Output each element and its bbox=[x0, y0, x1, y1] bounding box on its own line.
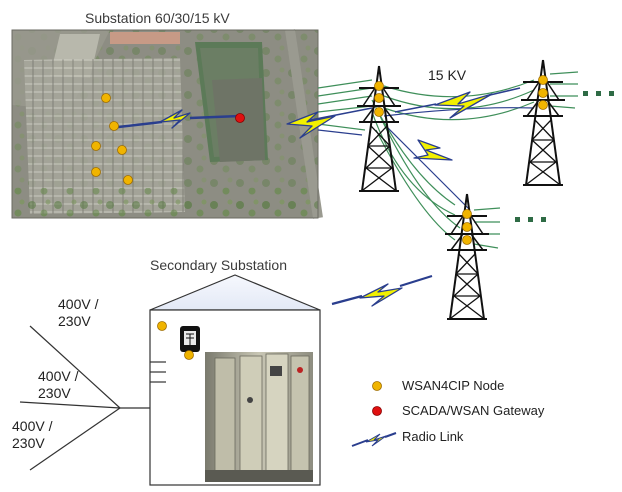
secondary-substation-title: Secondary Substation bbox=[150, 257, 287, 273]
substation-title: Substation 60/30/15 kV bbox=[85, 10, 230, 26]
voltage-label-2: 400V / 230V bbox=[38, 368, 78, 402]
secondary-substation-building bbox=[149, 274, 321, 486]
lightning-icon bbox=[351, 432, 397, 447]
legend-gateway-label: SCADA/WSAN Gateway bbox=[402, 403, 545, 418]
lightning-icon bbox=[286, 111, 336, 139]
voltage-label-2-line1: 400V / bbox=[38, 368, 79, 384]
lightning-icon bbox=[434, 91, 493, 119]
voltage-label-3-line2: 230V bbox=[12, 435, 45, 451]
voltage-label-2-line2: 230V bbox=[38, 385, 71, 401]
node-dot bbox=[109, 121, 119, 131]
voltage-label-1-line1: 400V / bbox=[58, 296, 99, 312]
node-dot bbox=[117, 145, 127, 155]
node-dot bbox=[101, 93, 111, 103]
voltage-label-1-line2: 230V bbox=[58, 313, 91, 329]
red-dot-icon bbox=[372, 406, 382, 416]
substation-aerial-photo bbox=[11, 29, 323, 219]
device-icon bbox=[180, 326, 200, 352]
voltage-label-3-line1: 400V / bbox=[12, 418, 53, 434]
lightning-icon bbox=[413, 139, 453, 161]
continuation-dots-icon bbox=[515, 91, 614, 222]
line-voltage-label: 15 KV bbox=[428, 67, 467, 83]
node-dot bbox=[157, 321, 167, 331]
radio-link-icons bbox=[109, 87, 521, 307]
node-dot bbox=[91, 167, 101, 177]
gateway-dot bbox=[235, 113, 245, 123]
node-dot bbox=[123, 175, 133, 185]
voltage-label-1: 400V / 230V bbox=[58, 296, 98, 330]
yellow-dot-icon bbox=[372, 381, 382, 391]
low-voltage-feeders bbox=[19, 325, 150, 471]
lightning-icon bbox=[359, 283, 403, 307]
legend-markers bbox=[351, 381, 397, 447]
switchgear-photo bbox=[205, 352, 313, 482]
wsan-nodes-towers bbox=[374, 75, 548, 245]
node-dot bbox=[91, 141, 101, 151]
wsan-nodes-aerial bbox=[91, 93, 245, 185]
legend-radio-label: Radio Link bbox=[402, 429, 464, 444]
legend-node-label: WSAN4CIP Node bbox=[402, 378, 505, 393]
voltage-label-3: 400V / 230V bbox=[12, 418, 52, 452]
lightning-icon bbox=[159, 109, 191, 129]
node-dot bbox=[184, 350, 194, 360]
